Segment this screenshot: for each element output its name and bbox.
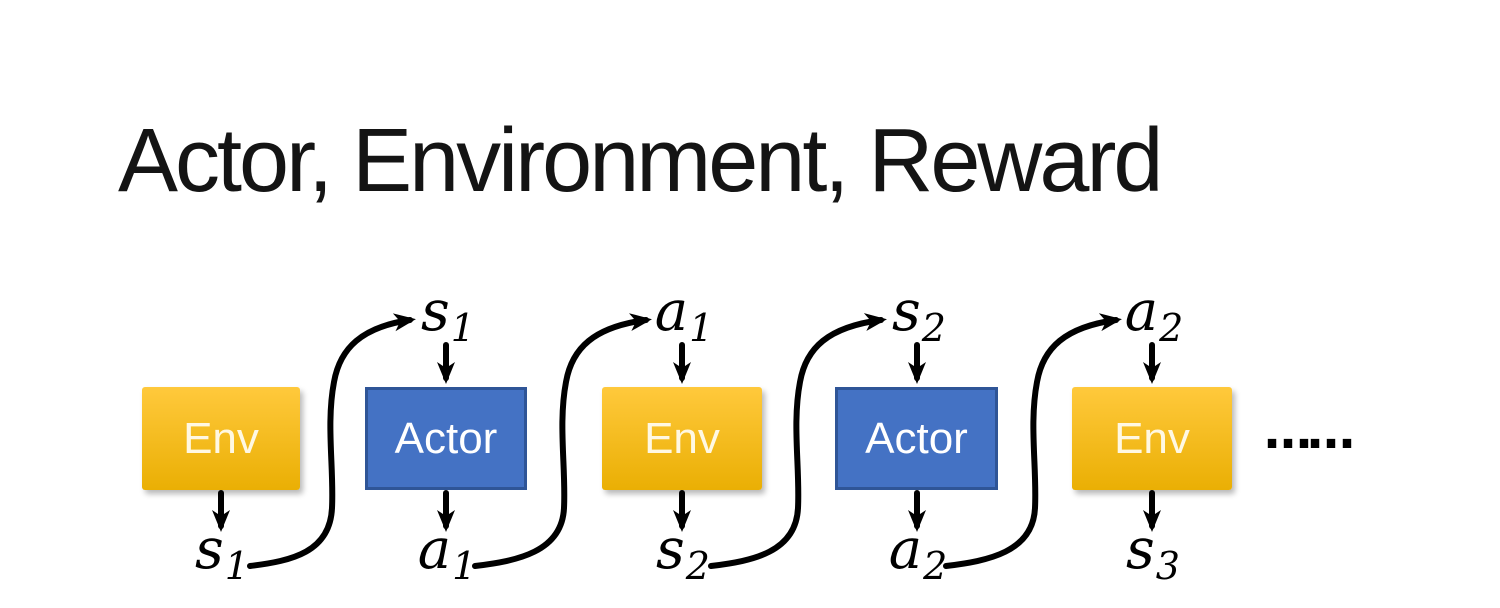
label-sub: 2 <box>1159 306 1184 350</box>
env-box-3: Env <box>1072 387 1232 490</box>
env-box-1: Env <box>142 387 300 490</box>
label-base: s <box>656 517 685 582</box>
label-base: a <box>1124 279 1159 344</box>
env-box-1-label: Env <box>183 413 259 463</box>
bottom-label-s2: s2 <box>656 522 710 586</box>
label-sub: 1 <box>452 544 477 588</box>
bottom-label-s1: s1 <box>195 522 249 586</box>
label-sub: 1 <box>450 306 475 350</box>
label-sub: 3 <box>1155 544 1180 588</box>
label-base: a <box>888 517 923 582</box>
top-label-a1: a1 <box>655 284 714 348</box>
label-sub: 1 <box>224 544 249 588</box>
env-box-3-label: Env <box>1114 413 1190 463</box>
label-sub: 1 <box>689 306 714 350</box>
label-sub: 2 <box>921 306 946 350</box>
curve-arrow-s2 <box>708 313 887 569</box>
page-title: Actor, Environment, Reward <box>118 111 1163 211</box>
bottom-label-a2: a2 <box>889 522 948 586</box>
continuation-dots: …… <box>1264 404 1355 460</box>
env-box-2-label: Env <box>644 413 720 463</box>
label-sub: 2 <box>923 544 948 588</box>
label-base: a <box>654 279 689 344</box>
bottom-label-s3: s3 <box>1126 522 1180 586</box>
curve-arrow-a2 <box>943 313 1122 569</box>
top-label-s1: s1 <box>421 284 475 348</box>
actor-box-2: Actor <box>835 387 998 490</box>
top-label-s2: s2 <box>892 284 946 348</box>
label-base: a <box>417 517 452 582</box>
label-base: s <box>195 517 224 582</box>
curve-arrow-a1 <box>472 313 652 569</box>
actor-box-1: Actor <box>365 387 527 490</box>
label-base: s <box>892 279 921 344</box>
actor-box-2-label: Actor <box>865 413 968 463</box>
top-label-a2: a2 <box>1125 284 1184 348</box>
actor-box-1-label: Actor <box>394 413 498 463</box>
env-box-2: Env <box>602 387 762 490</box>
label-base: s <box>1126 517 1155 582</box>
label-base: s <box>421 279 450 344</box>
curve-arrow-s1 <box>247 313 416 569</box>
bottom-label-a1: a1 <box>418 522 477 586</box>
label-sub: 2 <box>685 544 710 588</box>
